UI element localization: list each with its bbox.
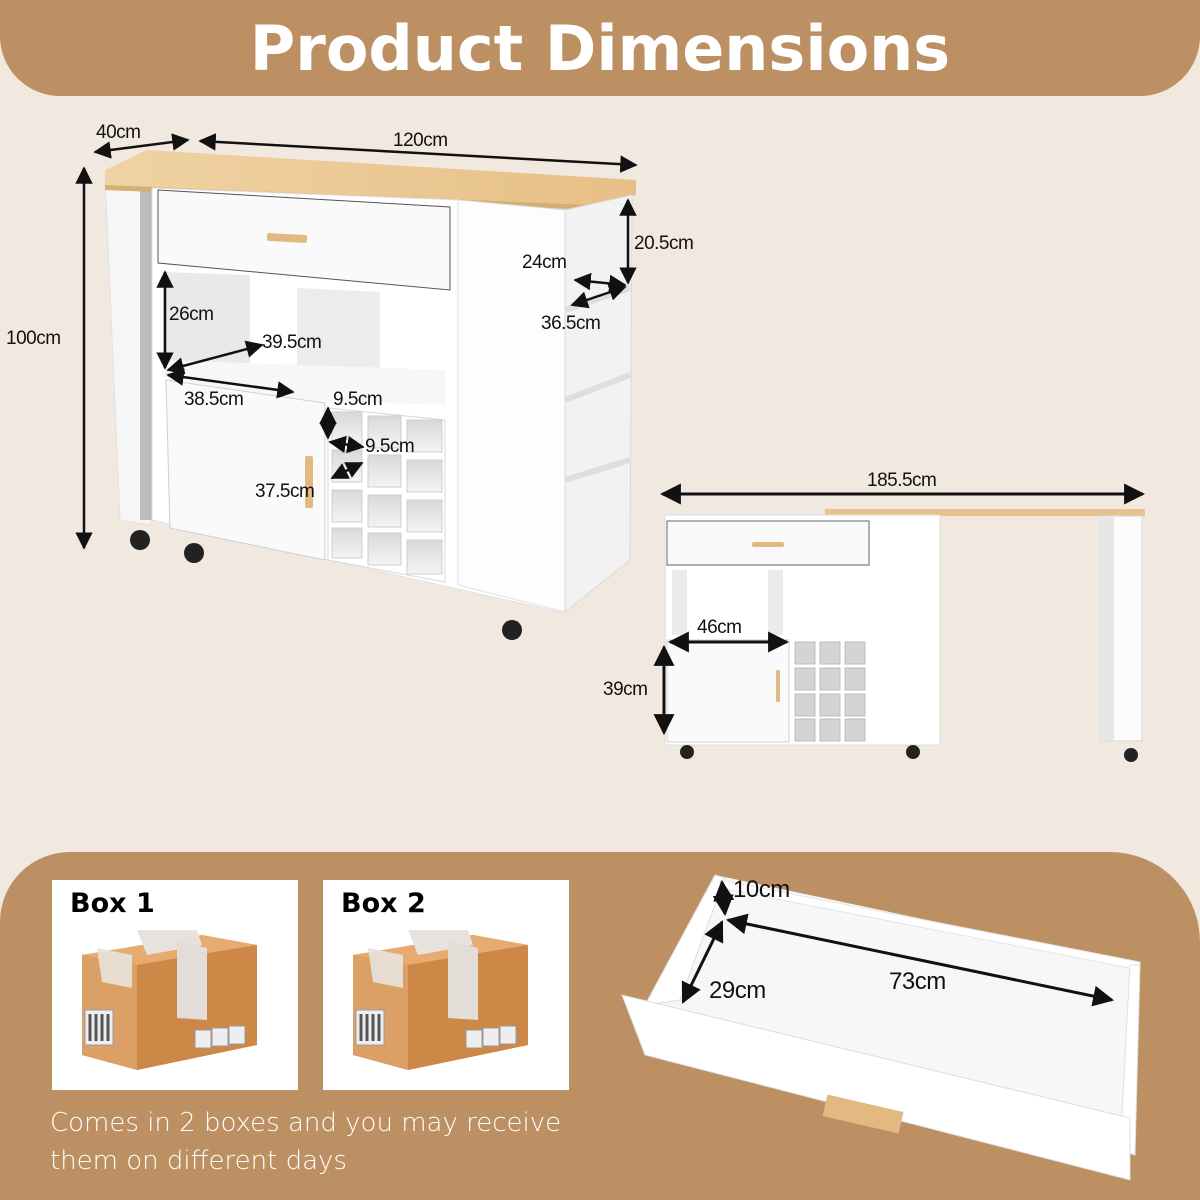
dim-drawer-height: 10cm: [733, 876, 790, 903]
dim-open-shelf-depth: 39.5cm: [262, 332, 322, 353]
dim-shelf-width-right: 24cm: [522, 252, 567, 273]
cardboard-box-icon: [353, 930, 528, 1070]
dim-extended-length: 185.5cm: [867, 470, 937, 491]
header-band: [0, 0, 1200, 96]
box-card-2: Box 2: [323, 880, 569, 1090]
box-label: Box 1: [70, 888, 155, 919]
dim-drawer-depth: 29cm: [709, 977, 766, 1004]
dim-height: 100cm: [6, 328, 61, 349]
cardboard-box-icon: [82, 930, 257, 1070]
page-title: Product Dimensions: [249, 11, 951, 85]
dim-cabinet-width: 38.5cm: [184, 389, 244, 410]
dim-drawer-length: 73cm: [889, 968, 946, 995]
dim-wine-cell-width: 9.5cm: [365, 436, 415, 457]
dim-depth: 40cm: [96, 122, 141, 143]
drawer-illustration: [621, 874, 1141, 1181]
dim-cabinet-inner-width: 46cm: [697, 617, 742, 638]
dim-wine-cell-height: 9.5cm: [333, 389, 383, 410]
extended-island-illustration: [653, 483, 1146, 762]
dim-shelf-depth-right: 36.5cm: [541, 313, 601, 334]
box-label: Box 2: [341, 888, 426, 919]
box-card-1: Box 1: [52, 880, 298, 1090]
dim-width: 120cm: [393, 130, 448, 151]
dim-shelf-height-right: 20.5cm: [634, 233, 694, 254]
dim-wine-rack-depth: 37.5cm: [255, 481, 315, 502]
packaging-note: Comes in 2 boxes and you may receive the…: [50, 1108, 562, 1176]
kitchen-island-illustration: [75, 133, 1146, 762]
dim-cabinet-inner-height: 39cm: [603, 679, 648, 700]
dim-open-shelf-height: 26cm: [169, 304, 214, 325]
